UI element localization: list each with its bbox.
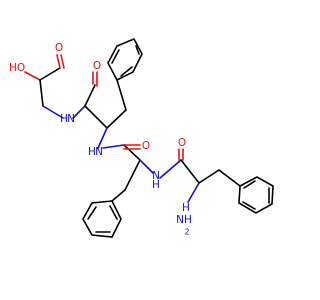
amine-nh-label: NH — [176, 214, 192, 226]
phe-residue-1 — [72, 71, 127, 149]
amide-o-1-label: O — [93, 60, 101, 72]
benzene-ring-3 — [238, 176, 274, 214]
nh-1-h-label: H — [60, 113, 68, 125]
amine-subscript-label: 2 — [184, 228, 189, 237]
molecule-structure: H O O H N O H N O N H O H NH 2 — [9, 37, 274, 238]
nh-2-h-label: H — [88, 146, 96, 158]
benzene-ring-2 — [82, 200, 122, 238]
nh-3-h-label: H — [152, 179, 160, 191]
carboxyl-group — [24, 54, 65, 107]
nh-3-n-label: N — [152, 170, 160, 182]
acid-carbonyl-o-label: O — [55, 42, 63, 54]
amide-o-2-label: O — [142, 140, 150, 152]
nh-1-n-label: N — [67, 113, 75, 125]
phe-residue-3 — [159, 148, 241, 203]
hydroxyl-h-label: H — [9, 62, 17, 74]
nh-2-n-label: N — [95, 146, 103, 158]
bond-ch2-n1 — [42, 105, 64, 119]
amine-h-label: H — [182, 202, 190, 214]
hydroxyl-o-label: O — [17, 62, 25, 74]
benzene-ring-1 — [107, 37, 143, 82]
amide-o-3-label: O — [178, 137, 186, 149]
phe-residue-2 — [102, 144, 154, 202]
